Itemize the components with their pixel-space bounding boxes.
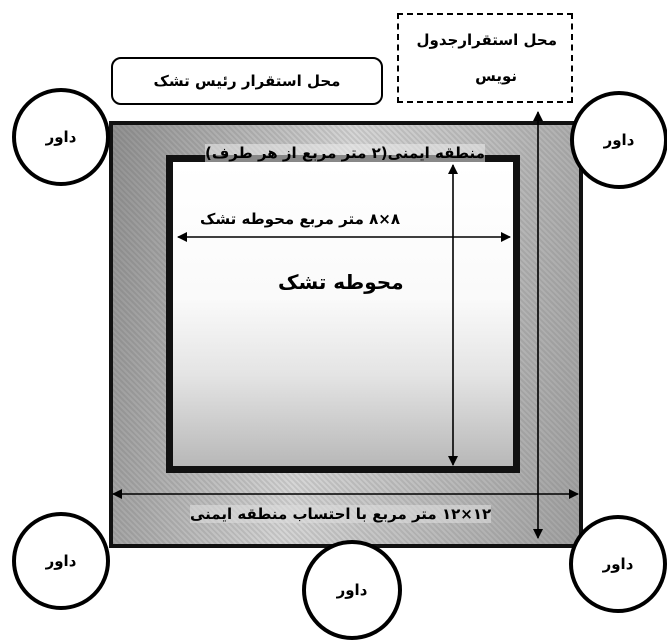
table-recorder-label-line2: نویس: [475, 67, 517, 85]
mat-area: [166, 155, 520, 473]
referee-bottom-left: داور: [12, 512, 110, 610]
mat-dimension-label: ۸×۸ متر مربع محوطه تشک: [200, 210, 400, 228]
referee-top-right: داور: [570, 91, 667, 189]
referee-label: داور: [45, 552, 77, 570]
referee-bottom-center: داور: [302, 540, 402, 640]
referee-bottom-right: داور: [569, 515, 667, 613]
referee-label: داور: [336, 581, 368, 599]
total-area-label: ۱۲×۱۲ متر مربع با احتساب منطقه ایمنی: [190, 505, 492, 523]
mat-title-label: محوطه تشک: [278, 270, 404, 294]
table-recorder-area: محل استقرارجدول نویس: [397, 13, 573, 103]
table-recorder-label-line1: محل استقرارجدول: [416, 31, 557, 49]
referee-top-left: داور: [12, 88, 110, 186]
safety-zone-label: منطقه ایمنی(۲ متر مربع از هر طرف): [205, 144, 485, 162]
referee-label: داور: [602, 555, 634, 573]
referee-label: داور: [603, 131, 635, 149]
head-referee-label: محل استقرار رئیس تشک: [153, 72, 341, 90]
referee-label: داور: [45, 128, 77, 146]
head-referee-area: محل استقرار رئیس تشک: [111, 57, 383, 105]
